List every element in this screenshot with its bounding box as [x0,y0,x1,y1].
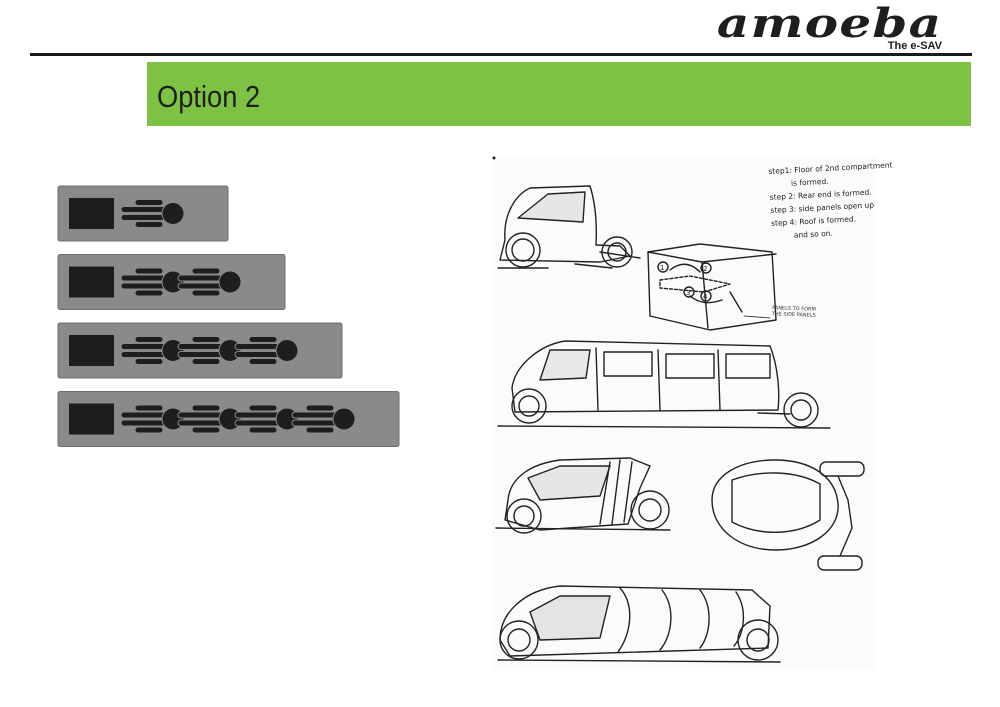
module-joint [161,270,185,294]
module-joint [218,407,242,431]
module-bar [305,404,335,412]
module-bar [134,199,164,206]
cab-block [69,198,114,229]
module-bar [134,267,164,275]
sketch-notes: step1: Floor of 2nd compartment is forme… [768,159,893,243]
module-bar [248,426,278,434]
module-bar [248,404,278,412]
cab-vehicle-sketch [497,185,641,269]
logo-wordmark: amoeba [716,0,942,47]
module-joint [161,407,185,431]
option-row [57,254,286,310]
module-bar [134,289,164,297]
option-row [57,322,343,379]
option-row [57,185,229,242]
cab-block [69,335,114,366]
compartment-box-sketch [647,243,777,331]
slide-title: Option 2 [157,79,261,114]
header-rule [30,53,972,56]
module-unit [234,336,299,365]
options-diagram [57,185,400,447]
long-pod-sketch [497,585,781,663]
module-bar [248,336,278,343]
title-band: Option 2 [147,62,971,126]
concept-sketch [492,156,876,670]
module-bar [134,404,164,412]
cab-block [69,403,114,435]
module-bar [191,289,221,297]
module-bar [191,267,221,275]
brand-logo: amoeba The e-SAV [717,4,942,54]
module-bar [191,426,221,434]
top-view-sketch [711,459,865,571]
module-unit [120,199,185,228]
module-unit [234,404,299,434]
module-joint [218,339,242,362]
module-joint [275,339,299,362]
module-unit [291,404,356,434]
module-bar [191,358,221,365]
module-unit [177,404,242,434]
module-bar [305,426,335,434]
module-bar [134,336,164,343]
bus-sketch [497,340,831,429]
pod-vehicle-sketch [495,457,671,534]
module-bar [248,358,278,365]
option-row [57,391,400,447]
logo-tagline: The e-SAV [887,40,942,52]
module-bar [134,358,164,365]
module-joint [275,407,299,431]
module-bar [191,336,221,343]
module-joint [332,407,356,431]
module-unit [177,267,242,297]
module-joint [161,339,185,362]
sketch-annotation: PANELS TO FORM THE SIDE PANELS [772,305,816,319]
module-bar [134,426,164,434]
sketch-drawing [492,156,865,663]
module-bar [134,221,164,228]
module-bar [191,404,221,412]
cab-block [69,266,114,298]
module-joint [161,202,185,225]
module-joint [218,270,242,294]
